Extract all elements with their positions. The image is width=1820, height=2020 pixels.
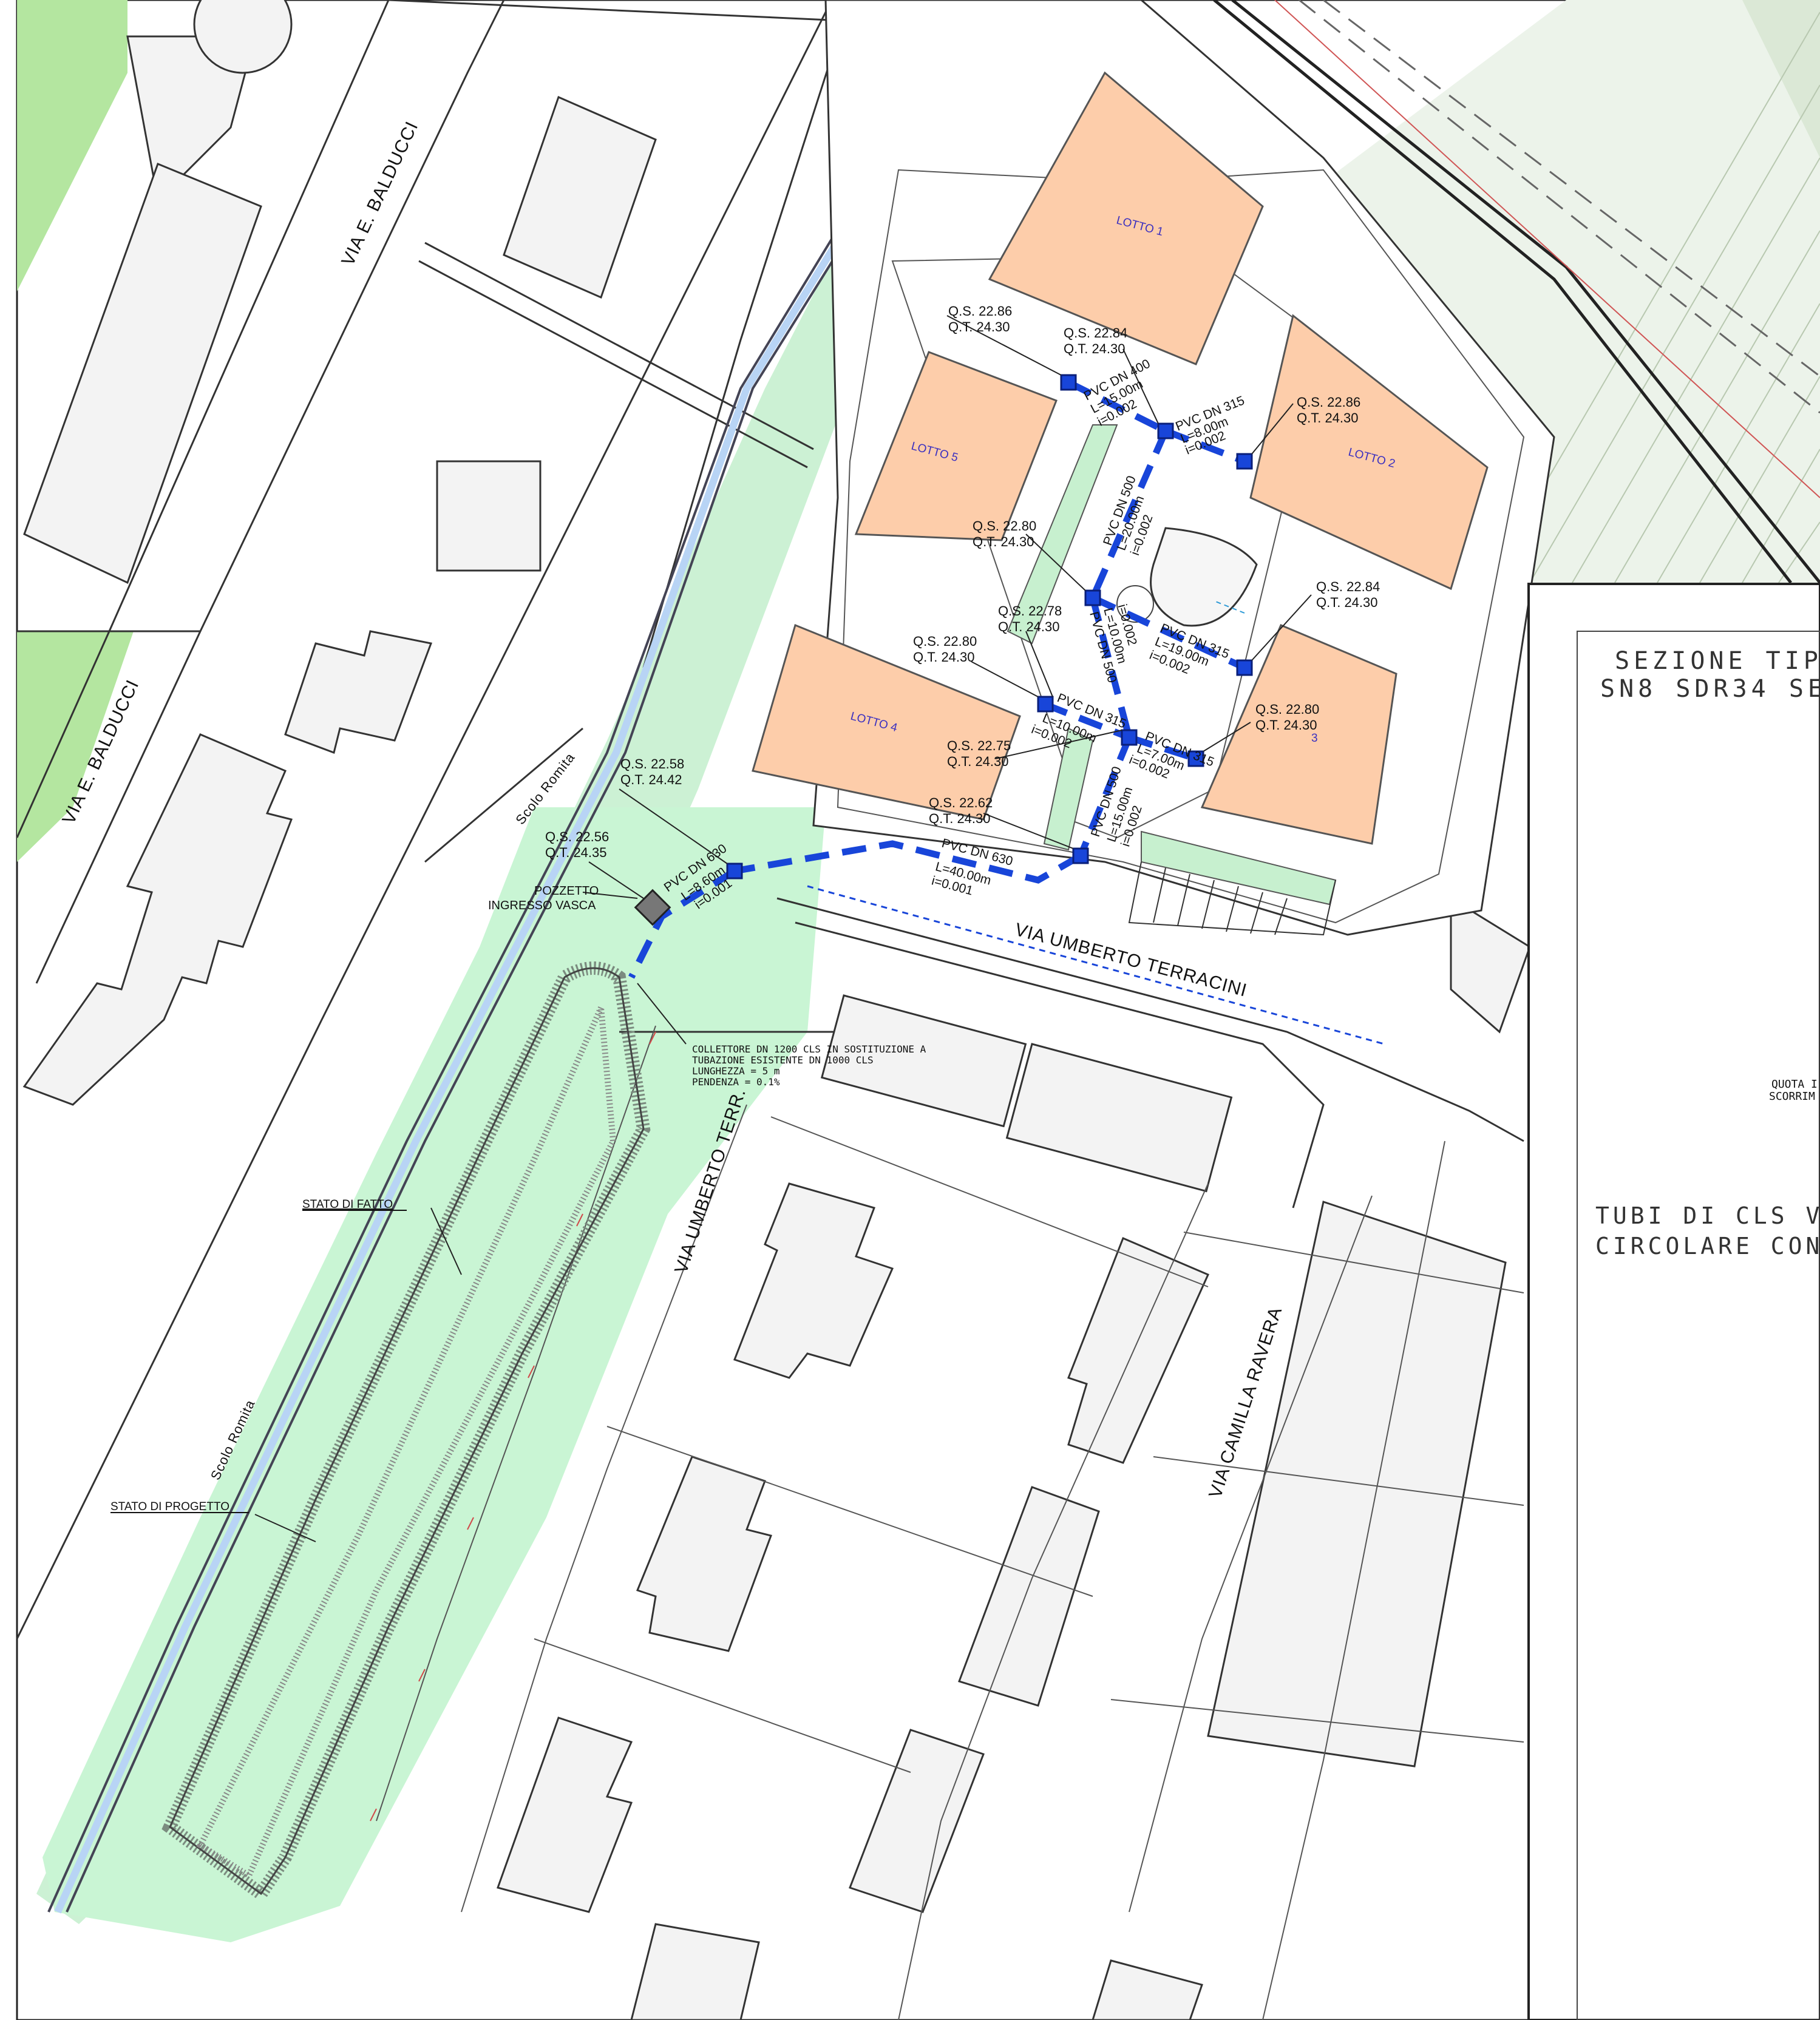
quota-label-1: QUOTA I <box>1771 1078 1818 1091</box>
existing-buildings <box>22 0 1531 2020</box>
railway-lines <box>1213 0 1820 584</box>
tubi-label-2: CIRCOLARE CON <box>1595 1233 1820 1259</box>
qs-label: Q.S. 22.84 <box>1316 579 1380 594</box>
collettore-note: COLLETTORE DN 1200 CLS IN SOSTITUZIONE A… <box>692 1043 926 1088</box>
qt-label: Q.T. 24.30 <box>1064 341 1126 356</box>
tubi-label-1: TUBI DI CLS V <box>1595 1202 1820 1229</box>
manhole-node <box>726 863 743 880</box>
retention-basin-area <box>42 807 826 1942</box>
qs-label: Q.S. 22.62 <box>929 795 993 810</box>
manhole-node <box>1236 453 1253 470</box>
collettore-note-line: TUBAZIONE ESISTENTE DN 1000 CLS <box>692 1054 874 1066</box>
manhole-node <box>1187 750 1204 767</box>
qt-label: Q.T. 24.30 <box>913 649 975 665</box>
qs-label: Q.S. 22.86 <box>948 303 1012 319</box>
qt-label: Q.T. 24.42 <box>620 772 682 787</box>
stato-di-progetto-label: STATO DI PROGETTO <box>110 1500 229 1513</box>
lots <box>752 71 1489 845</box>
manhole-node <box>1060 374 1077 391</box>
manholes <box>634 374 1253 926</box>
qt-label: Q.T. 24.35 <box>545 845 607 860</box>
basin-outlines <box>161 961 651 1903</box>
section-title-1: SEZIONE TIPO <box>1615 647 1820 675</box>
qs-label: Q.S. 22.84 <box>1064 325 1127 341</box>
lotto-1 <box>988 71 1264 365</box>
lotto-4 <box>752 623 1021 821</box>
pozzetto-manhole <box>634 889 671 926</box>
qt-label: Q.T. 24.30 <box>1297 410 1359 425</box>
qs-label: Q.S. 22.80 <box>1255 702 1319 717</box>
collettore-note-line: PENDENZA = 0.1% <box>692 1076 780 1088</box>
qt-label: Q.T. 24.30 <box>929 811 991 826</box>
lotto-2 <box>1249 314 1489 591</box>
collettore-note-line: LUNGHEZZA = 5 m <box>692 1065 780 1077</box>
qs-label: Q.S. 22.56 <box>545 829 609 844</box>
elevation-quotes: Q.S. 22.86 Q.T. 24.30 Q.S. 22.84 Q.T. 24… <box>545 303 1380 860</box>
lotto-3-label: 3 <box>1311 732 1318 745</box>
pozzetto-label: POZZETTO <box>534 884 599 898</box>
qt-label: Q.T. 24.30 <box>998 619 1060 634</box>
curb-marks <box>370 1031 656 1822</box>
collettore-note-line: COLLETTORE DN 1200 CLS IN SOSTITUZIONE A <box>692 1043 926 1055</box>
manhole-node <box>1037 696 1054 713</box>
manhole-node <box>1236 659 1253 676</box>
pozzetto-label-2: INGRESSO VASCA <box>488 899 596 912</box>
stato-di-fatto-label: STATO DI FATTO <box>302 1198 393 1211</box>
qt-label: Q.T. 24.30 <box>973 534 1034 549</box>
quota-label-2: SCORRIM <box>1769 1090 1815 1103</box>
section-title-2: SN8 SDR34 SE <box>1600 675 1820 703</box>
qs-label: Q.S. 22.80 <box>913 634 977 649</box>
lotto-5 <box>854 351 1058 541</box>
lotto-3 <box>1200 624 1397 845</box>
qs-label: Q.S. 22.75 <box>947 738 1011 753</box>
qs-label: Q.S. 22.80 <box>973 518 1036 534</box>
section-panel: SEZIONE TIPO SN8 SDR34 SE QUOTA I SCORRI… <box>1527 583 1820 2020</box>
canal-scolo-romita <box>47 0 997 1914</box>
qt-label: Q.T. 24.30 <box>947 754 1009 769</box>
qs-label: Q.S. 22.78 <box>998 603 1062 619</box>
qt-label: Q.T. 24.30 <box>1316 595 1378 610</box>
qt-label: Q.T. 24.30 <box>1255 717 1317 733</box>
residential-lines <box>376 897 1524 2020</box>
manhole-node <box>1084 589 1101 606</box>
manhole-node <box>1072 847 1089 864</box>
manhole-node <box>1121 729 1138 746</box>
parking-stalls <box>1128 861 1336 936</box>
leader-lines <box>254 315 1312 1542</box>
qs-label: Q.S. 22.86 <box>1297 395 1360 410</box>
qs-label: Q.S. 22.58 <box>620 756 684 771</box>
manhole-node <box>1157 422 1174 439</box>
qt-label: Q.T. 24.30 <box>948 319 1010 334</box>
